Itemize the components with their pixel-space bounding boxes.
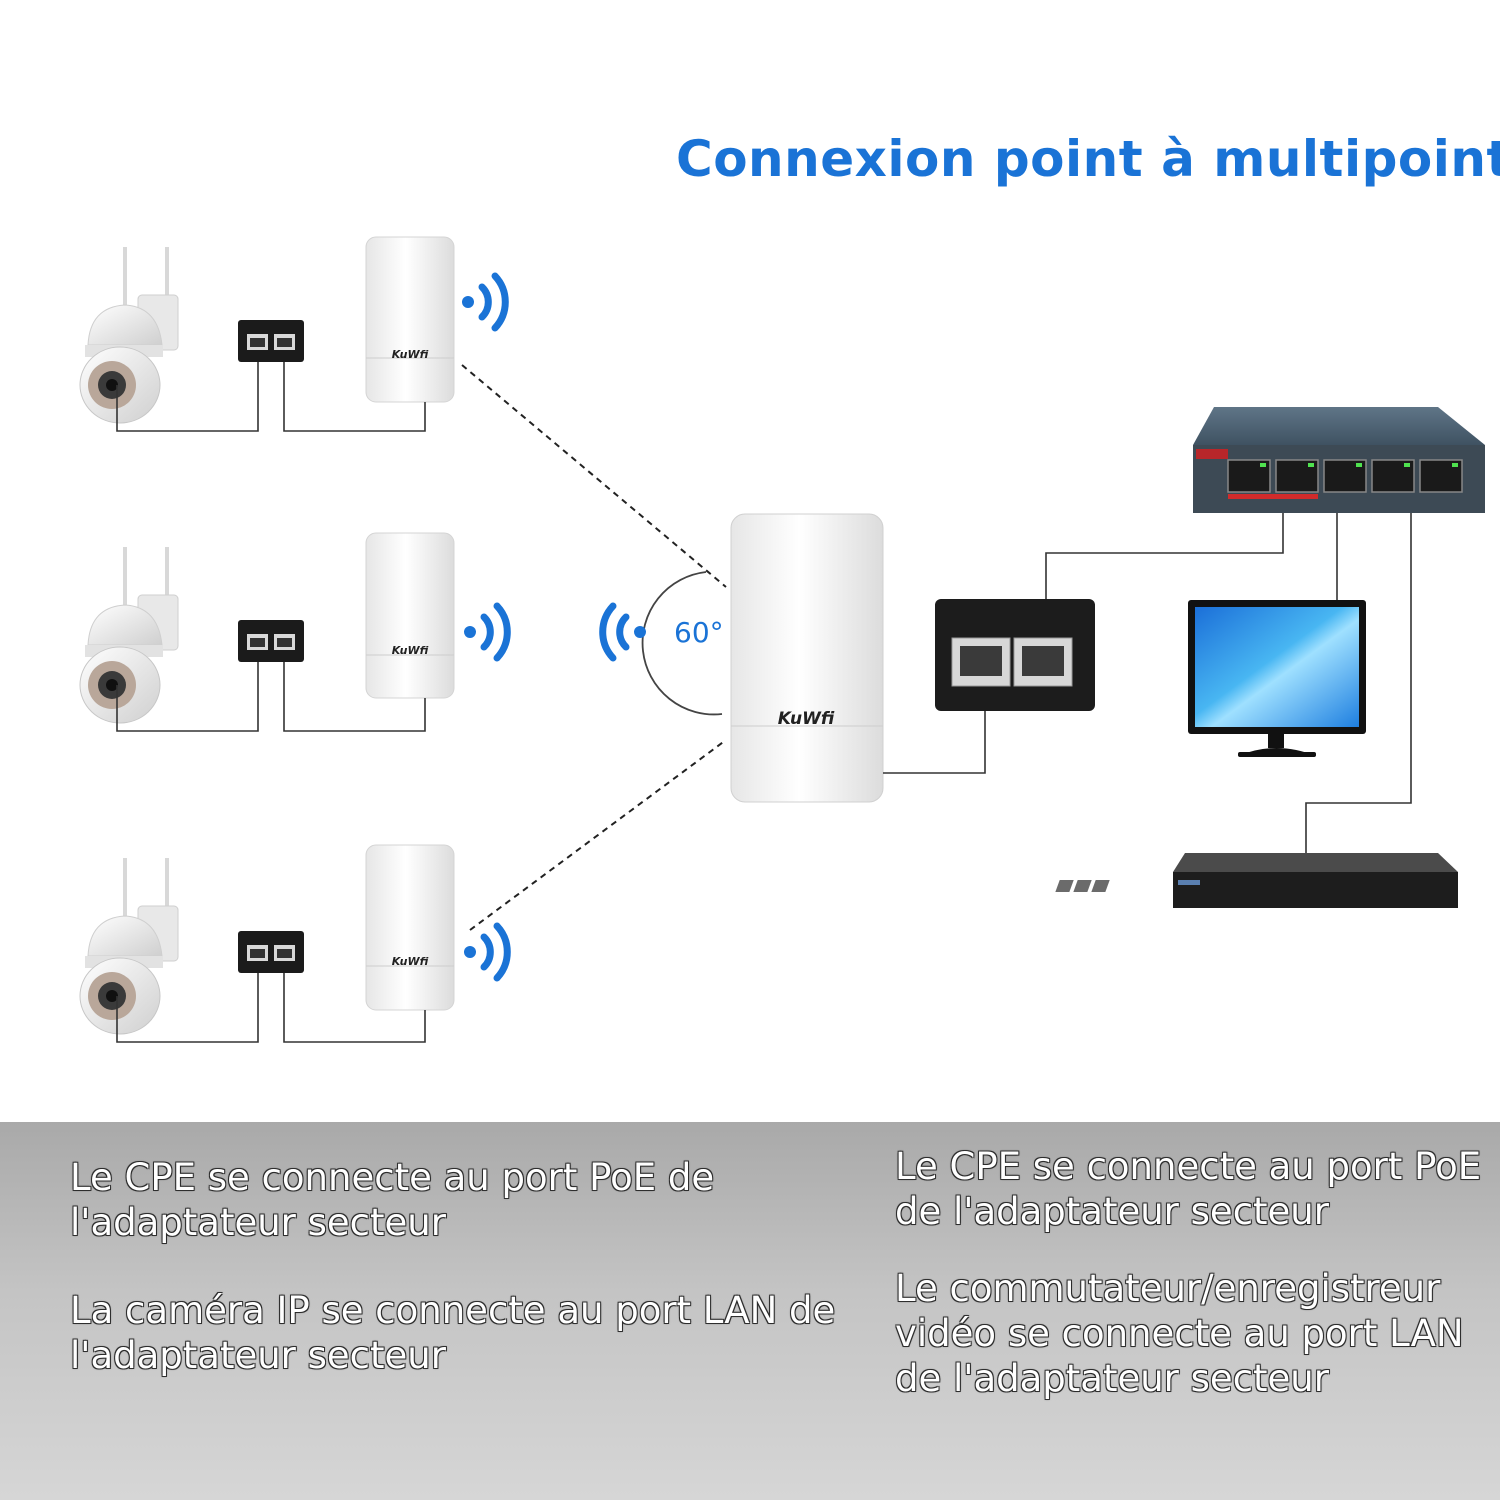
central-poe-adapter-icon [935,599,1095,711]
cpe-brand-label: KuWfi [778,709,835,729]
coverage-angle-arc [641,571,723,716]
monitor-icon [1188,600,1366,757]
ip-camera-icon [79,857,179,1035]
ip-camera-icon [79,246,179,424]
cpe-poe-cable [283,973,426,1043]
cpe-brand-label: KuWfi [392,348,429,361]
ip-camera-icon [79,546,179,724]
cpe-antenna-icon: KuWfi [365,236,455,403]
caption-cpe-poe-right: Le CPE se connecte au port PoE de l'adap… [895,1145,1482,1233]
diagram-title: Connexion point à multipoint [676,130,1500,188]
cpe-brand-label: KuWfi [392,955,429,968]
caption-panel [0,1122,1500,1500]
cpe-antenna-icon: KuWfi [365,532,455,699]
central-cpe-poe-cable [883,711,986,774]
caption-switch-nvr-lan: Le commutateur/enregistreur vidéo se con… [895,1267,1464,1400]
switch-nvr-cable [1305,513,1412,853]
cpe-poe-cable [283,362,426,432]
network-switch-icon [1193,407,1485,513]
camera-lan-cable [116,973,259,1043]
adapter-switch-cable [1045,512,1284,599]
wifi-signal-icon [603,606,646,658]
coverage-angle-label: 60° [674,616,724,649]
wireless-link-3 [469,739,727,931]
poe-adapter-icon [238,620,304,662]
cpe-brand-label: KuWfi [392,644,429,657]
central-cpe-antenna-icon: KuWfi [730,513,884,803]
wifi-signal-icon [464,926,507,978]
remote-station-1: KuWfi [79,236,505,432]
cpe-antenna-icon: KuWfi [365,844,455,1011]
wireless-link-1 [461,364,727,588]
caption-cpe-poe-left: Le CPE se connecte au port PoE de l'adap… [70,1156,715,1244]
camera-lan-cable [116,662,259,732]
remote-station-3: KuWfi [79,844,507,1043]
wifi-signal-icon [464,606,507,658]
caption-camera-lan: La caméra IP se connecte au port LAN de … [70,1289,836,1377]
poe-adapter-icon [238,931,304,973]
camera-lan-cable [116,362,259,432]
network-diagram: KuWfi KuWfi KuWfi [79,236,1485,1043]
poe-adapter-icon [238,320,304,362]
nvr-recorder-icon [1055,853,1458,908]
wifi-signal-icon [462,276,505,328]
remote-station-2: KuWfi [79,532,507,732]
cpe-poe-cable [283,662,426,732]
